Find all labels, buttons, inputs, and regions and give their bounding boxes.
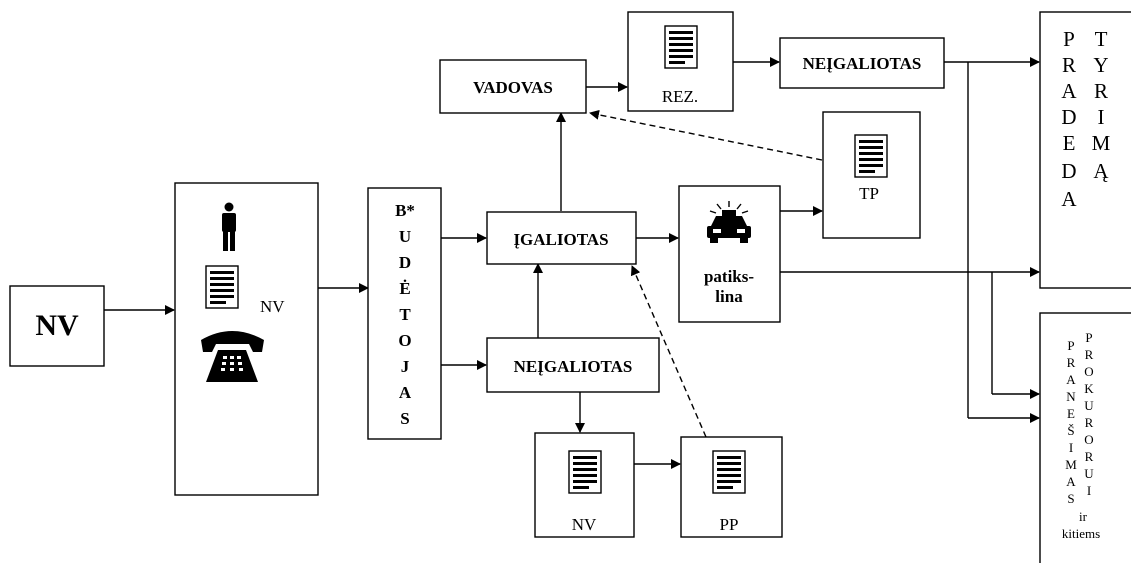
prokurorui-letter-8: R — [1085, 449, 1094, 464]
pradeda-letter-5: E — [1063, 131, 1076, 155]
budetojas-letter-1: B* — [395, 201, 415, 220]
pranesimas-letter-5: E — [1067, 406, 1075, 421]
nv-doc-box: NV — [534, 432, 635, 538]
rez-label: REZ. — [662, 87, 698, 106]
nv-source-box: NV — [9, 285, 105, 367]
pranesimas-letter-3: A — [1066, 372, 1076, 387]
document-icon — [712, 450, 746, 494]
igaliotas-box: ĮGALIOTAS — [486, 211, 637, 265]
rez-box: REZ. — [627, 11, 734, 112]
budetojas-letter-3: D — [399, 253, 411, 272]
prokurorui-letter-7: O — [1084, 432, 1093, 447]
police-check-box: patiks- lina — [678, 185, 781, 323]
prokurorui-letter-9: U — [1084, 466, 1094, 481]
patikslina-line-1: patiks- — [704, 267, 754, 286]
pp-doc-box: PP — [680, 436, 783, 538]
pp-doc-label: PP — [720, 515, 739, 534]
pranesimas-letter-7: I — [1069, 440, 1073, 455]
pranesimas-ir: ir — [1079, 509, 1088, 524]
document-icon — [568, 450, 602, 494]
prokurorui-letter-6: R — [1085, 415, 1094, 430]
tyrima-letter-6: Ą — [1093, 159, 1109, 183]
budetojas-letter-5: T — [399, 305, 411, 324]
neigaliotas-top-label: NEĮGALIOTAS — [803, 54, 922, 73]
pranesimas-letter-8: M — [1065, 457, 1077, 472]
dashed-pp-to-igaliotas — [630, 265, 707, 438]
vadovas-box: VADOVAS — [439, 59, 587, 114]
tyrima-letter-3: R — [1094, 79, 1108, 103]
pradeda-letter-6: D — [1061, 159, 1076, 183]
igaliotas-label: ĮGALIOTAS — [513, 230, 608, 249]
police-car-icon — [707, 201, 751, 243]
tp-label: TP — [859, 184, 879, 203]
budetojas-letter-6: O — [398, 331, 411, 350]
report-sources-box: NV — [174, 182, 319, 496]
neigaliotas-top-box: NEĮGALIOTAS — [779, 37, 945, 89]
pradeda-letter-1: P — [1063, 27, 1075, 51]
budetojas-letter-7: J — [401, 357, 410, 376]
pradeda-letter-3: A — [1061, 79, 1077, 103]
pranesimas-letter-10: S — [1067, 491, 1074, 506]
neigaliotas-lower-box: NEĮGALIOTAS — [486, 337, 660, 393]
dashed-tp-to-vadovas — [589, 109, 823, 161]
document-icon — [664, 25, 698, 69]
pranesimas-letter-2: R — [1067, 355, 1076, 370]
budetojas-letter-9: S — [400, 409, 409, 428]
nv-source-label: NV — [35, 309, 79, 342]
prokurorui-letter-3: O — [1084, 364, 1093, 379]
patikslina-line-2: lina — [715, 287, 743, 306]
pranesimas-kitiems: kitiems — [1062, 526, 1100, 541]
pranesimas-letter-6: Š — [1067, 423, 1074, 438]
tp-box: TP — [822, 111, 921, 239]
prokurorui-letter-1: P — [1085, 330, 1092, 345]
pradeda-letter-4: D — [1061, 105, 1076, 129]
prokurorui-letter-10: I — [1087, 483, 1091, 498]
report-doc-label: NV — [260, 297, 285, 316]
pranesimas-letter-1: P — [1067, 338, 1074, 353]
tyrima-letter-5: M — [1092, 131, 1111, 155]
pranesimas-box: P R A N E Š I M A S P R O K U R O R U I … — [1039, 312, 1131, 563]
document-icon — [854, 134, 888, 178]
pranesimas-letter-4: N — [1066, 389, 1076, 404]
document-icon — [205, 265, 239, 309]
pradeda-letter-7: A — [1061, 187, 1077, 211]
pranesimas-letter-9: A — [1066, 474, 1076, 489]
tyrima-letter-1: T — [1095, 27, 1108, 51]
nv-doc-label: NV — [572, 515, 597, 534]
prokurorui-letter-4: K — [1084, 381, 1094, 396]
person-icon — [222, 202, 236, 251]
budetojas-letter-8: A — [399, 383, 412, 402]
pradeda-letter-2: R — [1062, 53, 1076, 77]
budetojas-box: B* U D Ė T O J A S — [367, 187, 442, 440]
connectors — [104, 57, 1040, 469]
vadovas-label: VADOVAS — [473, 78, 553, 97]
neigaliotas-lower-label: NEĮGALIOTAS — [514, 357, 633, 376]
prokurorui-letter-2: R — [1085, 347, 1094, 362]
budetojas-letter-4: Ė — [399, 279, 410, 298]
tyrima-letter-4: I — [1098, 105, 1105, 129]
pradeda-tyrima-box: P R A D E D A T Y R I M Ą — [1039, 11, 1131, 289]
budetojas-letter-2: U — [399, 227, 411, 246]
telephone-icon — [201, 331, 264, 382]
tyrima-letter-2: Y — [1093, 53, 1108, 77]
prokurorui-letter-5: U — [1084, 398, 1094, 413]
